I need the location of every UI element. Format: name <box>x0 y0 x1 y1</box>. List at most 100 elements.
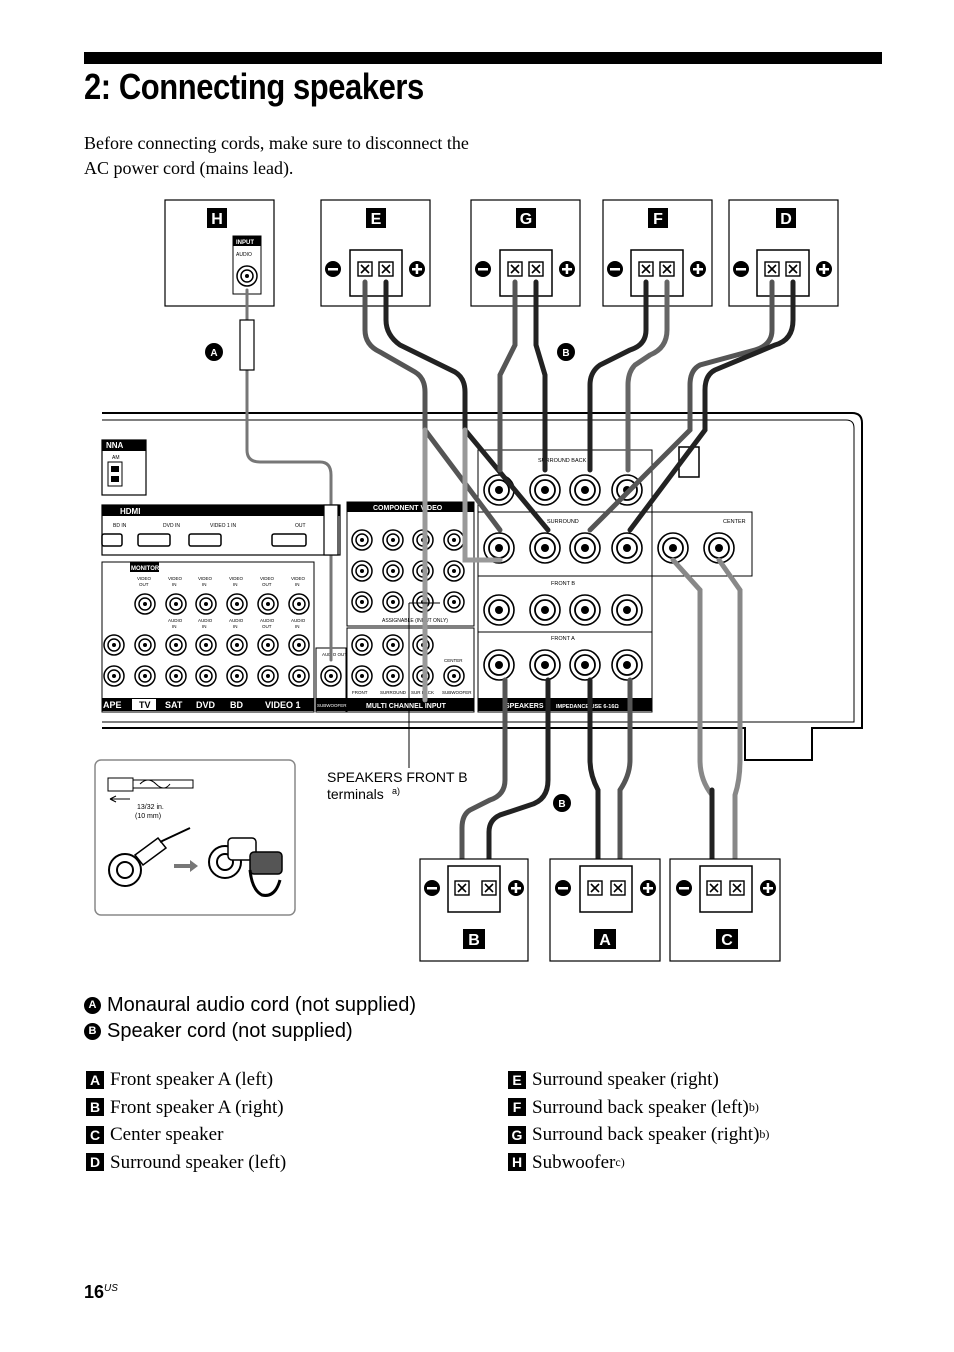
box-letter-b: B <box>468 932 480 949</box>
hdmi-label: HDMI <box>120 507 140 516</box>
box-letter-g: G <box>520 211 532 228</box>
box-letter-h: H <box>211 211 223 228</box>
input-label-sat: SAT <box>165 700 183 710</box>
cord-legend: A Monaural audio cord (not supplied) B S… <box>84 992 416 1044</box>
speakers-label: SPEAKERS <box>505 703 544 710</box>
page-title: 2: Connecting speakers <box>84 66 424 107</box>
svg-text:CENTER: CENTER <box>444 658 463 663</box>
box-letter-c: C <box>721 932 733 949</box>
callout-front-b-line1: SPEAKERS FRONT B <box>327 769 468 785</box>
legend-cord-a-marker: A <box>84 996 101 1014</box>
assignable-label: ASSIGNABLE (INPUT ONLY) <box>382 618 448 624</box>
strip-size-fraction: 13/32 in. <box>137 804 164 811</box>
svg-text:AUDIO: AUDIO <box>168 618 183 623</box>
intro-text: Before connecting cords, make sure to di… <box>84 133 469 178</box>
svg-text:IN: IN <box>295 582 300 587</box>
svg-text:AUDIO: AUDIO <box>260 618 275 623</box>
svg-text:VIDEO: VIDEO <box>291 576 306 581</box>
svg-text:VIDEO: VIDEO <box>229 576 244 581</box>
svg-text:VIDEO: VIDEO <box>168 576 183 581</box>
svg-text:B: B <box>562 348 569 359</box>
mci-subwoofer: SUBWOOFER <box>442 690 472 695</box>
svg-text:VIDEO: VIDEO <box>137 576 152 581</box>
box-letter-d: D <box>780 211 792 228</box>
svg-text:IN: IN <box>202 624 207 629</box>
speaker-box-f: F <box>602 199 713 307</box>
legend-cord-b-marker: B <box>84 1022 101 1040</box>
input-label-video1: VIDEO 1 <box>265 700 301 710</box>
svg-text:A: A <box>210 348 217 359</box>
svg-text:OUT: OUT <box>139 582 149 587</box>
box-letter-e: E <box>371 211 382 228</box>
monitor-label: MONITOR <box>131 566 160 572</box>
mci-surround: SURROUND <box>380 690 407 695</box>
svg-text:AUDIO: AUDIO <box>236 252 252 258</box>
speaker-box-g: G <box>470 199 581 307</box>
speaker-box-a: A <box>549 858 661 962</box>
callout-front-b-note: a) <box>392 786 400 796</box>
svg-text:OUT: OUT <box>262 624 272 629</box>
input-label-bd: BD <box>230 700 243 710</box>
front-b-label: FRONT B <box>551 581 575 587</box>
surround-label: SURROUND <box>547 519 579 525</box>
input-label-tv: TV <box>139 700 151 710</box>
legend-cord-a-text: Monaural audio cord (not supplied) <box>107 994 417 1016</box>
top-speaker-cables <box>239 279 796 703</box>
speaker-box-h: H INPUT AUDIO <box>164 199 275 307</box>
hdmi-bd-in: BD IN <box>113 523 127 529</box>
legend-cord-b: B Speaker cord (not supplied) <box>84 1018 416 1044</box>
subwoofer-out-label: SUBWOOFER <box>317 703 347 708</box>
mci-front: FRONT <box>352 690 368 695</box>
speaker-box-b: B <box>419 858 529 962</box>
hdmi-out: OUT <box>295 523 306 529</box>
cord-marker-b-bottom: B <box>553 794 571 812</box>
callout-front-b-line2: terminals <box>327 786 384 802</box>
input-label-dvd: DVD <box>196 700 216 710</box>
speaker-box-c: C <box>669 858 781 962</box>
legend-cord-b-text: Speaker cord (not supplied) <box>107 1020 353 1042</box>
receiver-rear-panel: NNA AM HDMI BD IN DVD IN VIDEO 1 IN OUT … <box>101 412 863 761</box>
svg-text:AUDIO: AUDIO <box>291 618 306 623</box>
svg-text:AUDIO: AUDIO <box>198 618 213 623</box>
cord-marker-b-top: B <box>557 343 575 361</box>
svg-text:IN: IN <box>202 582 207 587</box>
legend-cord-a: A Monaural audio cord (not supplied) <box>84 992 416 1018</box>
svg-text:IN: IN <box>172 582 177 587</box>
svg-text:IN: IN <box>172 624 177 629</box>
input-label-ape: APE <box>103 700 122 710</box>
svg-text:IN: IN <box>233 624 238 629</box>
audio-out-label: AUDIO OUT <box>322 652 347 657</box>
svg-text:VIDEO: VIDEO <box>198 576 213 581</box>
svg-text:IN: IN <box>295 624 300 629</box>
antenna-label: NNA <box>106 441 124 450</box>
strip-size-mm: (10 mm) <box>135 813 161 820</box>
surround-back-label: SURROUND BACK <box>538 458 587 464</box>
hdmi-video1-in: VIDEO 1 IN <box>210 523 237 529</box>
center-label: CENTER <box>723 519 746 525</box>
speaker-box-d: D <box>728 199 839 307</box>
am-label: AM <box>112 455 120 461</box>
front-a-label: FRONT A <box>551 636 575 642</box>
bottom-speaker-cables <box>459 557 743 883</box>
svg-text:VIDEO: VIDEO <box>260 576 275 581</box>
page-number: 16US <box>84 1282 118 1302</box>
speaker-box-e: E <box>320 199 431 307</box>
svg-text:IN: IN <box>233 582 238 587</box>
svg-text:B: B <box>558 799 565 810</box>
hdmi-dvd-in: DVD IN <box>163 523 180 529</box>
svg-text:OUT: OUT <box>262 582 272 587</box>
cord-marker-a-top: A <box>205 343 223 361</box>
section-rule <box>84 52 882 64</box>
wire-strip-inset: 13/32 in. (10 mm) <box>94 759 296 916</box>
box-letter-a: A <box>599 932 611 949</box>
